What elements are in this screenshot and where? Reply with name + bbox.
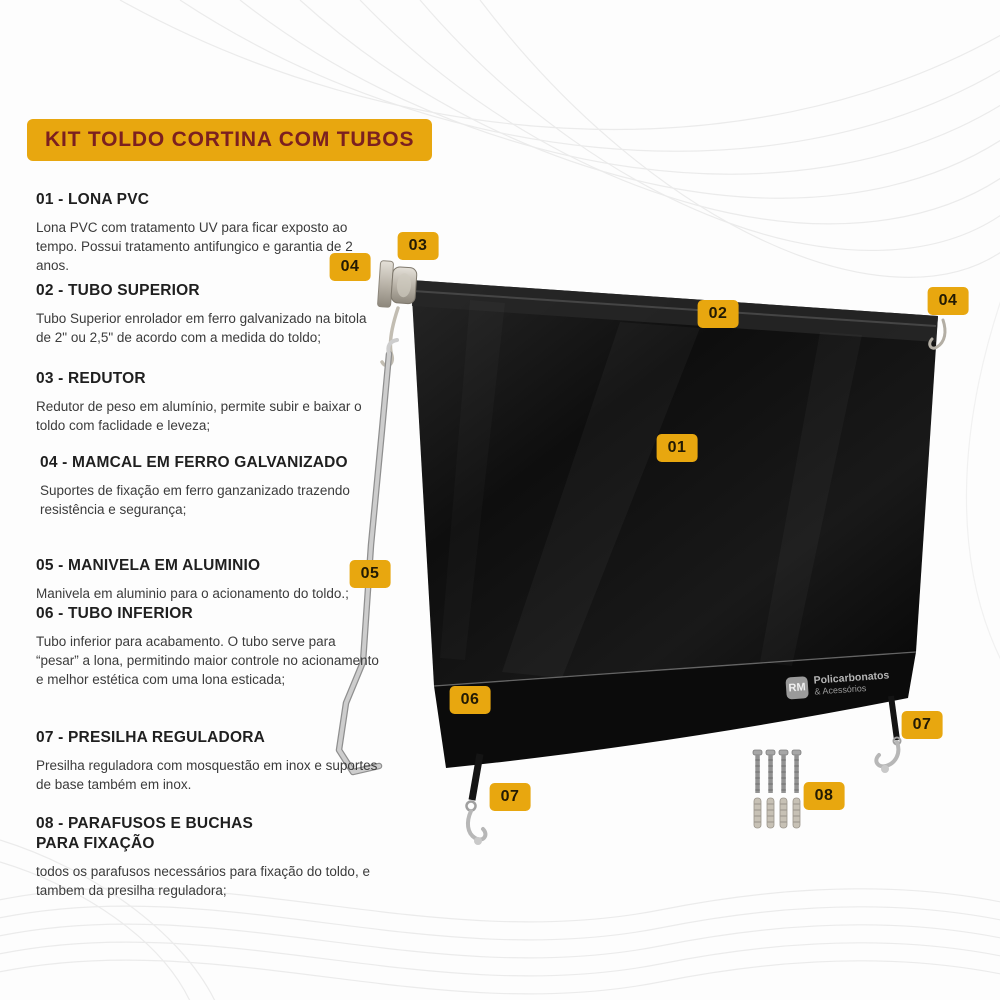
kit-item-description: Tubo Superior enrolador em ferro galvani… <box>36 311 367 346</box>
strap-clip-left <box>465 753 488 845</box>
callout-badge-05: 05 <box>349 560 391 588</box>
callout-badge-03: 03 <box>397 232 439 260</box>
callout-badge-07-left: 07 <box>489 783 531 811</box>
kit-item-heading: 05 - MANIVELA EM ALUMINIO <box>36 557 261 574</box>
kit-item-02: 02 - TUBO SUPERIOR Tubo Superior enrolad… <box>36 281 381 347</box>
kit-item-06: 06 - TUBO INFERIOR Tubo inferior para ac… <box>36 604 381 690</box>
brand-logo: RM <box>785 676 809 700</box>
kit-item-05: 05 - MANIVELA EM ALUMINIO Manivela em al… <box>36 556 381 603</box>
reducer-end-cap <box>377 260 418 308</box>
kit-item-heading: 06 - TUBO INFERIOR <box>36 605 193 622</box>
callout-badge-08: 08 <box>803 782 845 810</box>
callout-badge-06: 06 <box>449 686 491 714</box>
kit-item-heading: 01 - LONA PVC <box>36 191 150 208</box>
kit-item-heading: 02 - TUBO SUPERIOR <box>36 282 200 299</box>
crank-handle <box>335 338 399 776</box>
kit-item-description: Suportes de fixação em ferro ganzanizado… <box>40 483 350 518</box>
kit-item-04: 04 - MAMCAL EM FERRO GALVANIZADO Suporte… <box>36 453 385 519</box>
callout-badge-07-right: 07 <box>901 711 943 739</box>
kit-item-description: Presilha reguladora com mosquestão em in… <box>36 758 378 793</box>
kit-item-heading: 03 - REDUTOR <box>36 370 146 387</box>
callout-badge-04-left: 04 <box>329 253 371 281</box>
callout-badge-01: 01 <box>656 434 698 462</box>
kit-item-description: Lona PVC com tratamento UV para ficar ex… <box>36 220 353 274</box>
kit-item-description: Manivela em aluminio para o acionamento … <box>36 586 349 602</box>
callout-badge-04-right: 04 <box>927 287 969 315</box>
kit-item-heading: 04 - MAMCAL EM FERRO GALVANIZADO <box>40 454 348 471</box>
screws-and-anchors <box>752 749 802 829</box>
strap-clip-right <box>874 695 902 773</box>
kit-item-description: Redutor de peso em alumínio, permite sub… <box>36 399 362 434</box>
page-title: KIT TOLDO CORTINA COM TUBOS <box>27 119 433 161</box>
kit-item-07: 07 - PRESILHA REGULADORA Presilha regula… <box>36 728 381 794</box>
kit-item-heading: 08 - PARAFUSOS E BUCHAS PARA FIXAÇÃO <box>36 815 254 853</box>
callout-badge-02: 02 <box>697 300 739 328</box>
kit-item-01: 01 - LONA PVC Lona PVC com tratamento UV… <box>36 190 381 276</box>
kit-item-08: 08 - PARAFUSOS E BUCHAS PARA FIXAÇÃO tod… <box>36 814 381 901</box>
kit-item-description: todos os parafusos necessários para fixa… <box>36 864 370 899</box>
right-support-hook <box>928 318 947 350</box>
kit-item-03: 03 - REDUTOR Redutor de peso em alumínio… <box>36 369 381 435</box>
kit-item-heading: 07 - PRESILHA REGULADORA <box>36 729 265 746</box>
kit-item-description: Tubo inferior para acabamento. O tubo se… <box>36 634 379 688</box>
